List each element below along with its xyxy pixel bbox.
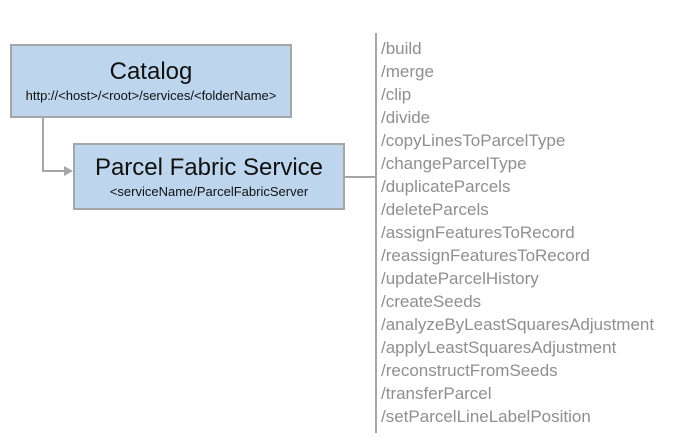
endpoint-item: /reconstructFromSeeds — [381, 361, 558, 380]
endpoint-item: /reassignFeaturesToRecord — [381, 246, 590, 265]
endpoint-item: /merge — [381, 62, 434, 81]
connector-arrowhead-icon — [64, 166, 73, 176]
endpoint-item: /assignFeaturesToRecord — [381, 223, 575, 242]
parcel-fabric-service-title: Parcel Fabric Service — [94, 153, 324, 181]
catalog-title: Catalog — [109, 58, 193, 86]
parcel-fabric-service-url-pattern: <serviceName/ParcelFabricServer — [109, 183, 309, 199]
endpoint-item: /deleteParcels — [381, 200, 489, 219]
connector-service-to-endpoints — [345, 176, 376, 178]
endpoint-list-divider-line — [375, 33, 377, 433]
endpoint-item: /clip — [381, 85, 412, 104]
endpoint-list: /build /merge /clip /divide /copyLinesTo… — [381, 37, 686, 428]
endpoint-item: /setParcelLineLabelPosition — [381, 407, 591, 426]
endpoint-item: /build — [381, 39, 422, 58]
connector-vertical-segment — [42, 117, 44, 172]
endpoint-item: /duplicateParcels — [381, 177, 511, 196]
endpoint-item: /updateParcelHistory — [381, 269, 539, 288]
endpoint-item: /changeParcelType — [381, 154, 527, 173]
parcel-fabric-service-node: Parcel Fabric Service <serviceName/Parce… — [73, 143, 345, 210]
catalog-node: Catalog http://<host>/<root>/services/<f… — [10, 44, 292, 118]
endpoint-item: /divide — [381, 108, 431, 127]
endpoint-item: /copyLinesToParcelType — [381, 131, 566, 150]
catalog-url-pattern: http://<host>/<root>/services/<folderNam… — [25, 88, 277, 103]
endpoint-item: /analyzeByLeastSquaresAdjustment — [381, 315, 655, 334]
connector-horizontal-segment — [42, 170, 65, 172]
endpoint-item: /transferParcel — [381, 384, 492, 403]
endpoint-item: /createSeeds — [381, 292, 482, 311]
endpoint-item: /applyLeastSquaresAdjustment — [381, 338, 617, 357]
